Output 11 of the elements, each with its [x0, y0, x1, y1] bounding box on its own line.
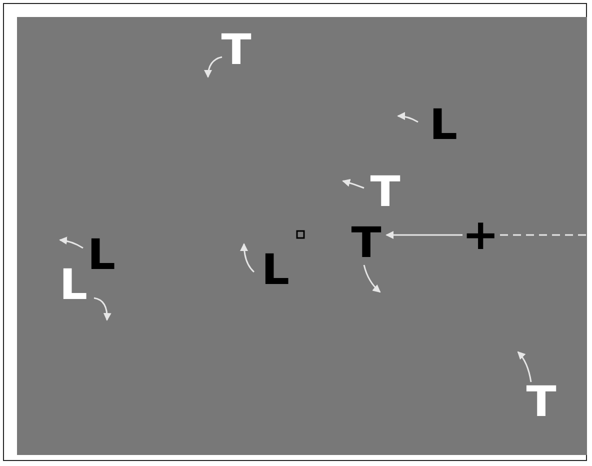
dashed-line — [498, 234, 586, 236]
letter: T — [370, 171, 400, 213]
letter: T — [526, 381, 556, 423]
letter: T — [220, 29, 251, 71]
letter: L — [58, 264, 87, 306]
letter: L — [260, 249, 289, 291]
cross-mark: + — [462, 214, 499, 256]
arrow — [386, 231, 462, 239]
letter: L — [86, 234, 115, 276]
letter-t: T — [350, 222, 381, 264]
letter: L — [428, 104, 457, 146]
